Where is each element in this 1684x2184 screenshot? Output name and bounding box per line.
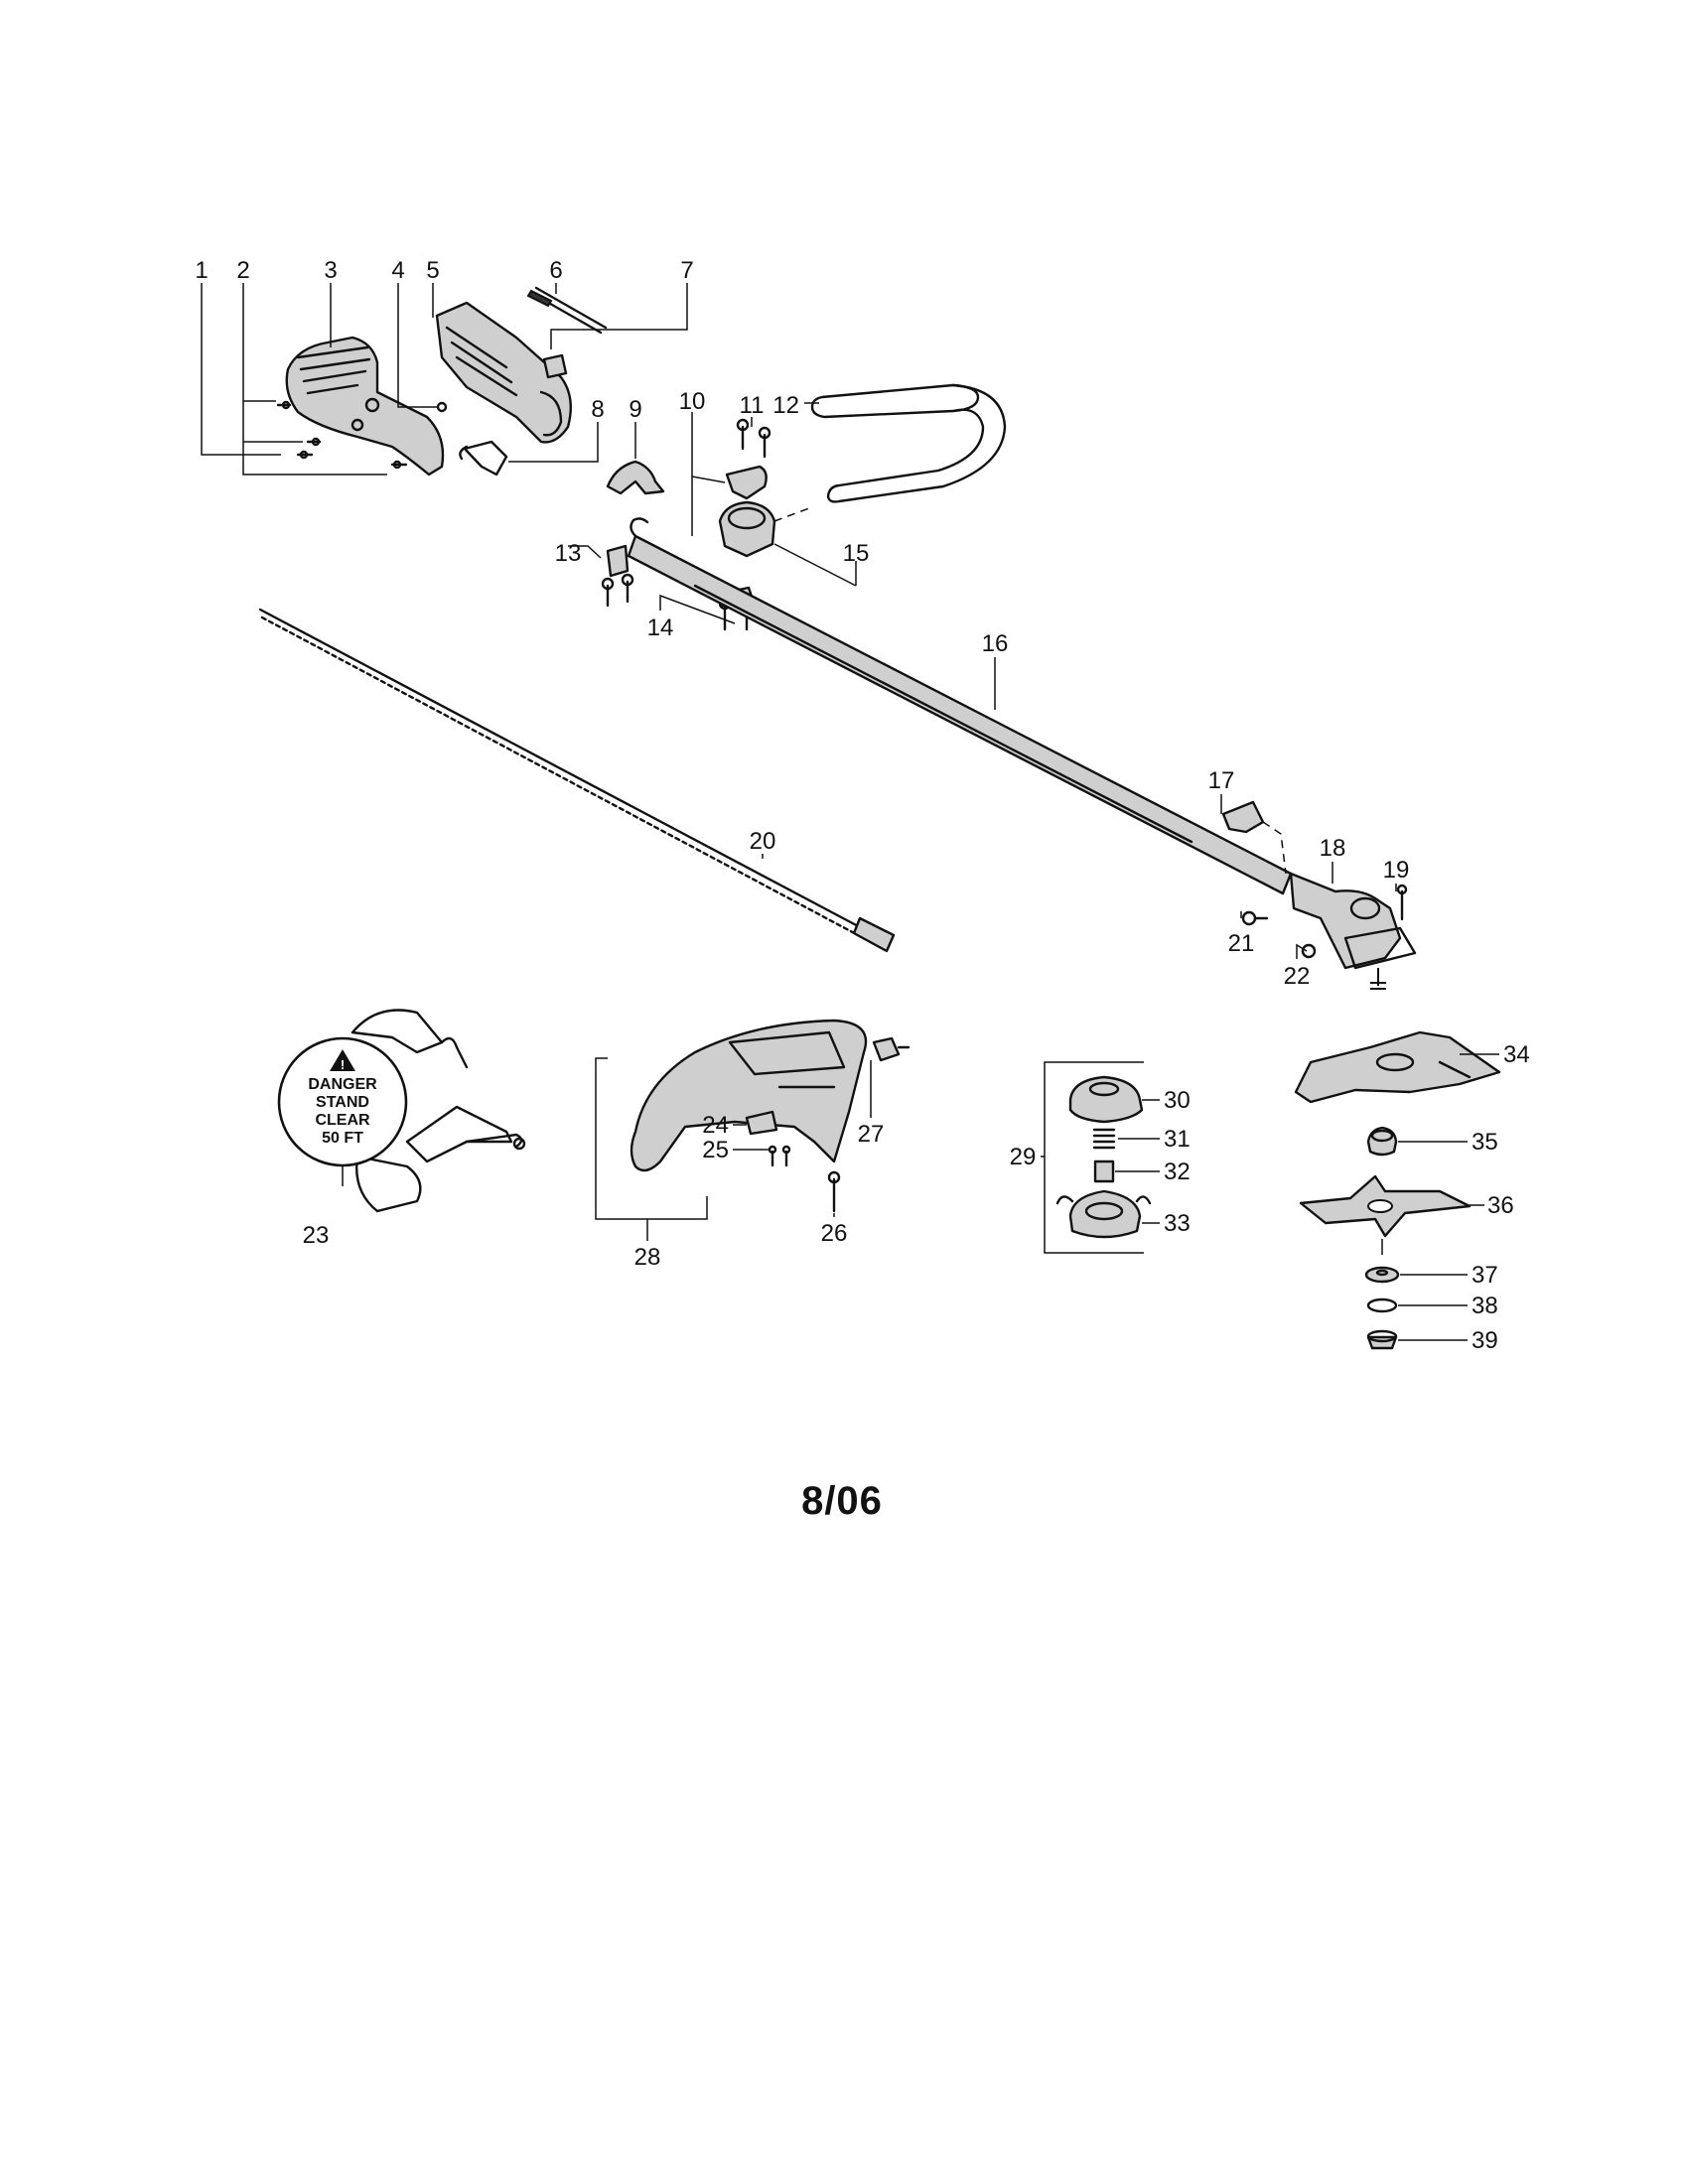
spring-31: [1092, 1128, 1116, 1150]
throttle-knob: [542, 353, 568, 379]
callout-31: 31: [1164, 1126, 1191, 1153]
throttle-rod: [526, 286, 608, 335]
trimmer-guard: [630, 1019, 868, 1172]
guard-bracket-24: [745, 1110, 778, 1136]
callout-34: 34: [1503, 1041, 1530, 1068]
handle-clamp: [606, 460, 665, 495]
blade-guard-34: [1294, 1030, 1501, 1104]
throttle-trigger: [459, 440, 508, 477]
harness-label-line1: DANGER: [308, 1076, 377, 1093]
harness-label-line3: CLEAR: [315, 1112, 370, 1129]
callout-19: 19: [1383, 857, 1410, 884]
handle-housing-right: [435, 301, 572, 444]
callout-7: 7: [680, 257, 693, 284]
drive-shaft-housing: [627, 517, 1293, 895]
callout-22: 22: [1284, 963, 1311, 990]
callout-28: 28: [634, 1244, 661, 1271]
trimmer-head-spool-cover: [1068, 1075, 1144, 1124]
harness-label-line4: 50 FT: [322, 1130, 363, 1147]
callout-1: 1: [195, 257, 208, 284]
callout-5: 5: [426, 257, 439, 284]
callout-10: 10: [679, 388, 706, 415]
clip-27: [872, 1036, 911, 1062]
callout-14: 14: [647, 614, 674, 641]
callout-24: 24: [702, 1112, 729, 1139]
handle-housing-left: [285, 336, 445, 477]
callout-6: 6: [549, 257, 562, 284]
callout-15: 15: [843, 540, 870, 567]
callout-29: 29: [1010, 1144, 1037, 1170]
callout-4: 4: [391, 257, 404, 284]
callout-21: 21: [1228, 930, 1255, 957]
warning-triangle-icon: [330, 1049, 355, 1071]
callout-3: 3: [324, 257, 337, 284]
blade-36: [1299, 1174, 1472, 1238]
svg-text:!: !: [341, 1057, 345, 1072]
callout-33: 33: [1164, 1210, 1191, 1237]
bolts-11: [736, 418, 772, 459]
shoulder-harness: ! DANGER STAND CLEAR 50 FT: [277, 1009, 526, 1213]
revision-date: 8/06: [801, 1479, 883, 1523]
callout-37: 37: [1472, 1262, 1498, 1289]
callout-27: 27: [858, 1121, 885, 1148]
callout-13: 13: [555, 540, 582, 567]
harness-label-line2: STAND: [316, 1094, 369, 1111]
flexible-drive-shaft: [258, 608, 896, 953]
callout-20: 20: [750, 828, 776, 855]
loop-handle-grip: [810, 383, 1007, 503]
screws-25: [768, 1145, 791, 1167]
callout-36: 36: [1487, 1192, 1514, 1219]
washer-37: [1364, 1266, 1400, 1284]
screw-21: [1241, 910, 1269, 926]
callout-39: 39: [1472, 1327, 1498, 1354]
callout-8: 8: [591, 396, 604, 423]
callout-38: 38: [1472, 1293, 1498, 1319]
screws-1-2: [276, 400, 408, 470]
washer-38: [1366, 1297, 1398, 1313]
callout-9: 9: [629, 396, 641, 423]
guard-bracket: [725, 465, 768, 500]
callout-12: 12: [772, 392, 799, 419]
callout-25: 25: [702, 1137, 729, 1163]
spool-33: [1055, 1189, 1152, 1239]
callout-30: 30: [1164, 1087, 1191, 1114]
callout-11: 11: [740, 392, 765, 419]
callout-17: 17: [1208, 767, 1235, 794]
callout-35: 35: [1472, 1129, 1498, 1156]
screw-22: [1301, 943, 1317, 959]
screw-19: [1396, 884, 1408, 921]
callout-18: 18: [1320, 835, 1346, 862]
eyelet-32: [1093, 1160, 1115, 1183]
bolt-26: [827, 1170, 841, 1213]
nut-39: [1366, 1329, 1398, 1350]
gear-head-18: [1289, 872, 1417, 990]
callout-23: 23: [303, 1222, 330, 1249]
shield-bracket-17: [1221, 800, 1287, 875]
leader-lines: [201, 283, 1499, 1341]
callout-26: 26: [821, 1220, 848, 1247]
shaft-bushing-13: [606, 544, 630, 578]
callout-16: 16: [982, 630, 1009, 657]
nut-35: [1366, 1126, 1398, 1157]
callout-32: 32: [1164, 1159, 1191, 1185]
handle-bracket-15: [718, 500, 810, 558]
callout-2: 2: [236, 257, 249, 284]
callout-numbers: 1 2 3 4 5 6 7 8 9 10 11 12 13 14 15 16 1…: [195, 257, 1529, 1354]
